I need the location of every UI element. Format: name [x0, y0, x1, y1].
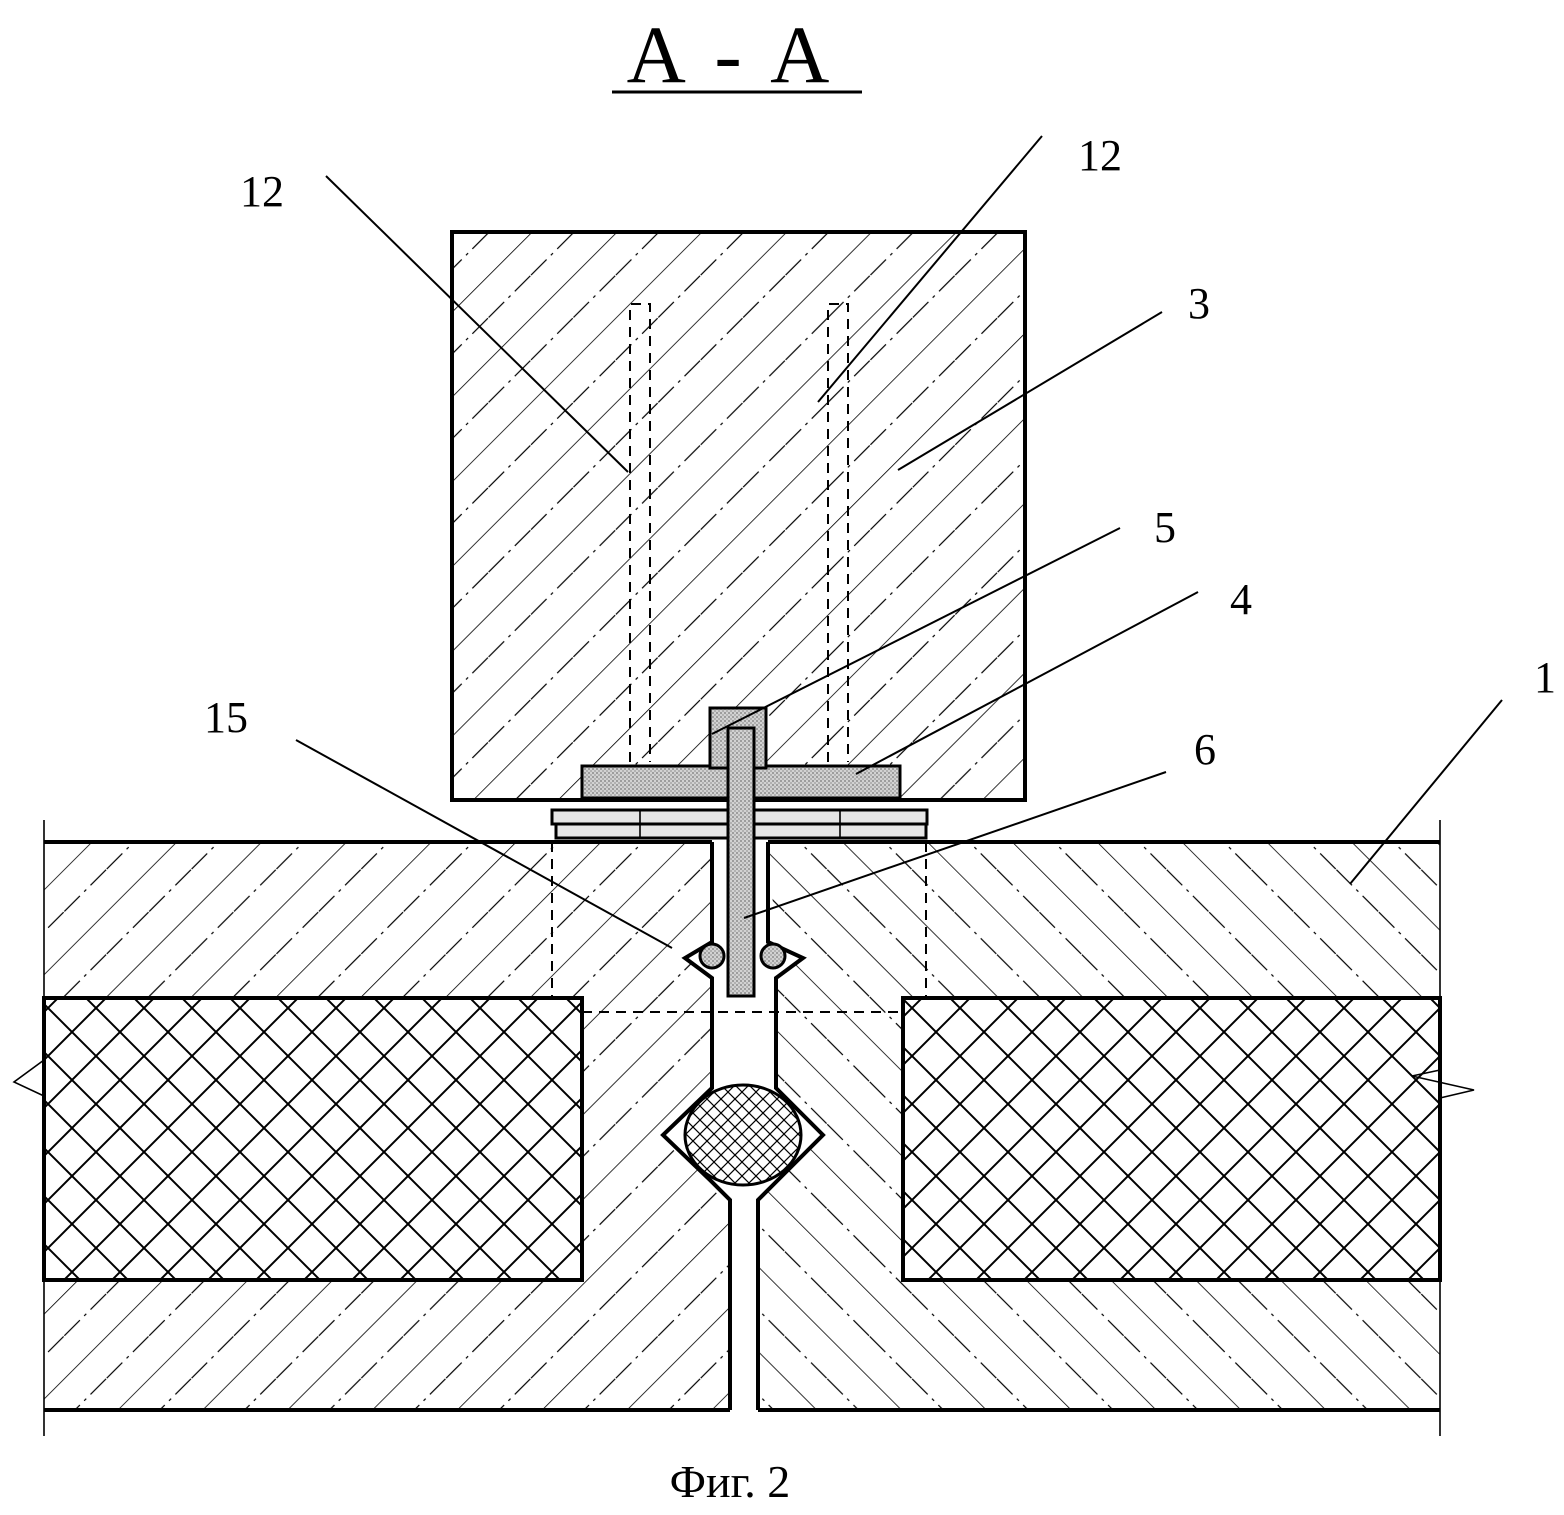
bolt	[726, 726, 756, 998]
reference-numerals: 12 12 3 5 4 1 15 6	[204, 131, 1556, 774]
upper-block	[450, 230, 1027, 802]
left-insulation-core	[42, 996, 584, 1282]
reinforcement-bars	[629, 303, 849, 762]
ref-1: 1	[1534, 653, 1556, 702]
sealing-rod	[683, 1083, 803, 1187]
figure-caption: Фиг. 2	[669, 1456, 791, 1507]
leader-lines	[295, 135, 1503, 949]
section-title-underline	[612, 90, 862, 94]
section-title: А - А	[626, 9, 834, 100]
slab-outlines	[12, 820, 1475, 1436]
right-insulation-core	[901, 996, 1442, 1282]
ref-12-left: 12	[240, 167, 284, 216]
right-o-ring	[759, 942, 787, 970]
ref-15: 15	[204, 693, 248, 742]
ref-3: 3	[1188, 279, 1210, 328]
left-o-ring	[698, 942, 726, 970]
ref-6: 6	[1194, 725, 1216, 774]
ref-4: 4	[1230, 575, 1252, 624]
projection-lines	[551, 842, 927, 1013]
ref-12-right: 12	[1078, 131, 1122, 180]
ref-5: 5	[1154, 503, 1176, 552]
